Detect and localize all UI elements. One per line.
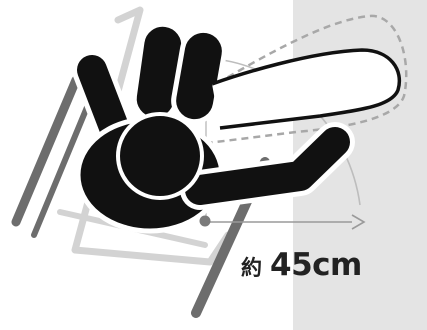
pivot-point-icon: [200, 216, 211, 227]
extended-leg-outline: [212, 50, 399, 128]
arrow-head-icon: [352, 215, 364, 229]
head: [118, 114, 202, 198]
measurement-prefix: 約: [241, 252, 262, 282]
measurement-value: 45cm: [270, 247, 362, 283]
measurement-label: 約 45cm: [241, 247, 362, 287]
